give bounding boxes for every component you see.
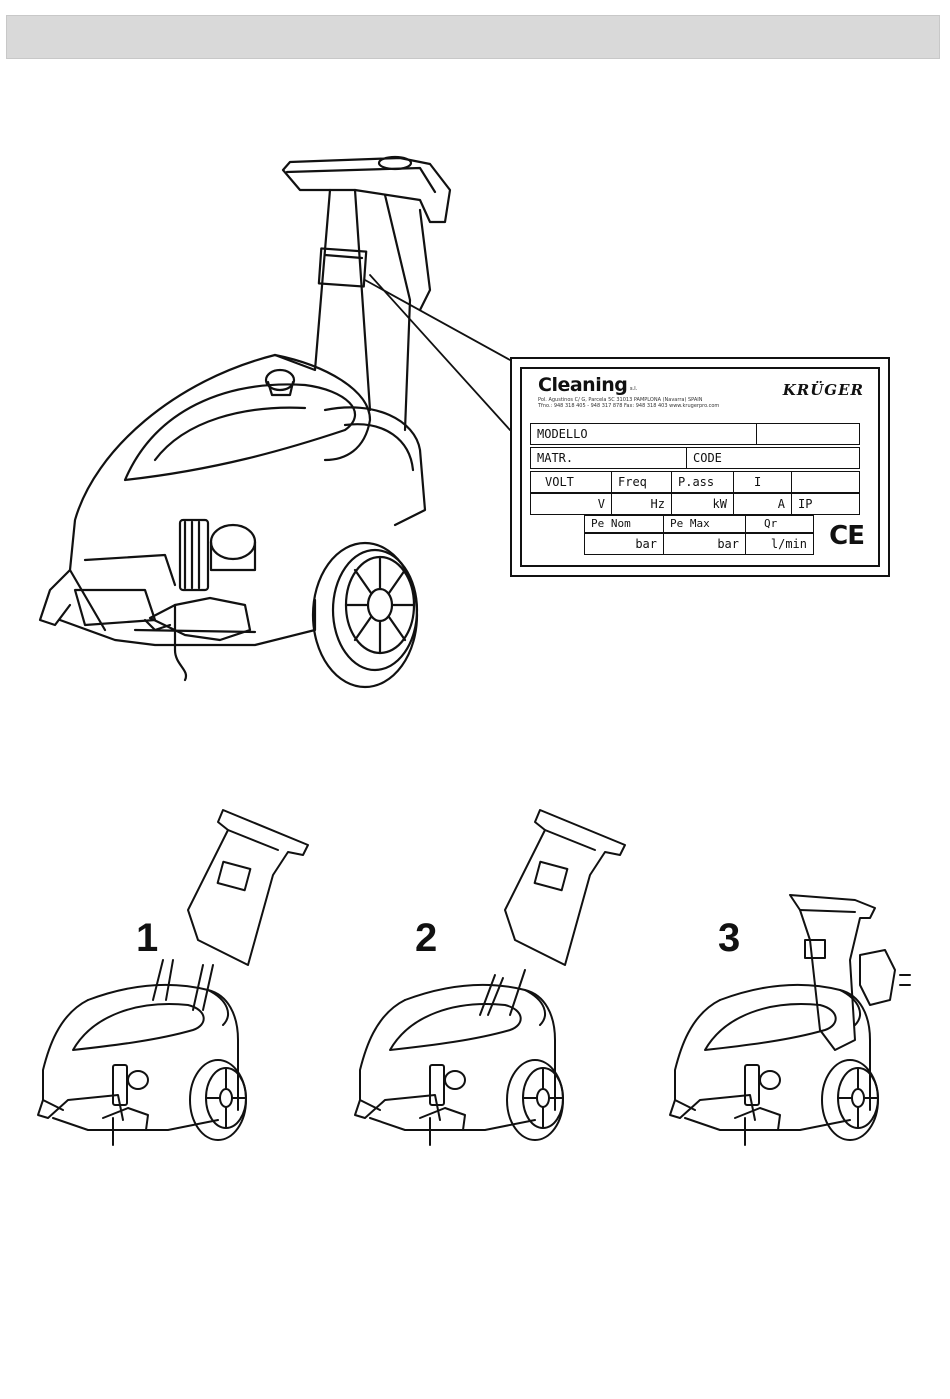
freq-label: Freq [611,472,671,492]
kw-unit: kW [671,494,733,514]
current-label: I [733,472,791,492]
qr-label: Qr [745,516,813,532]
step-number-3: 3 [718,918,740,958]
bar-unit-2: bar [663,534,745,554]
hz-unit: Hz [611,494,671,514]
plate-row-ratings-units: V Hz kW A IP [530,493,860,515]
plate-row-pressure-labels: Pe Nom Pe Max Qr [584,515,814,533]
cleaning-logo: Cleaning [538,374,627,396]
pe-max-label: Pe Max [663,516,745,532]
plate-row-matr: MATR. CODE [530,447,860,469]
modello-value [756,424,859,444]
plate-row-modello: MODELLO [530,423,860,445]
lmin-unit: l/min [745,534,813,554]
brand-suffix: s.l. [630,386,637,392]
amp-unit: A [733,494,791,514]
volt-label: VOLT [531,472,611,492]
label-cell-6 [791,472,859,492]
address-line-2: Tfno.: 948 318 405 - 948 317 878 Fax: 94… [538,403,738,409]
pe-nom-label: Pe Nom [585,516,663,532]
step-number-1: 1 [136,918,158,958]
code-label: CODE [686,448,859,468]
rating-plate-inner: Cleaning s.l. Pol. Agustinos C/ G, Parce… [520,367,880,567]
address-block: Pol. Agustinos C/ G, Parcela 5C 31013 PA… [538,397,738,409]
step-1-illustration [28,800,328,1170]
plate-row-ratings-labels: VOLT Freq P.ass I [530,471,860,493]
modello-label: MODELLO [531,424,756,444]
matr-label: MATR. [531,448,686,468]
header-bar [6,15,940,59]
kruger-logo: KRÜGER [783,381,864,399]
bar-unit-1: bar [585,534,663,554]
step-3-illustration [660,800,950,1170]
rating-plate: Cleaning s.l. Pol. Agustinos C/ G, Parce… [510,357,890,577]
plate-row-pressure-units: bar bar l/min [584,533,814,555]
pass-label: P.ass [671,472,733,492]
ce-mark: CE [829,521,864,551]
step-2-illustration [345,800,645,1170]
step-number-2: 2 [415,918,437,958]
volt-unit: V [531,494,611,514]
ip-label: IP [791,494,859,514]
